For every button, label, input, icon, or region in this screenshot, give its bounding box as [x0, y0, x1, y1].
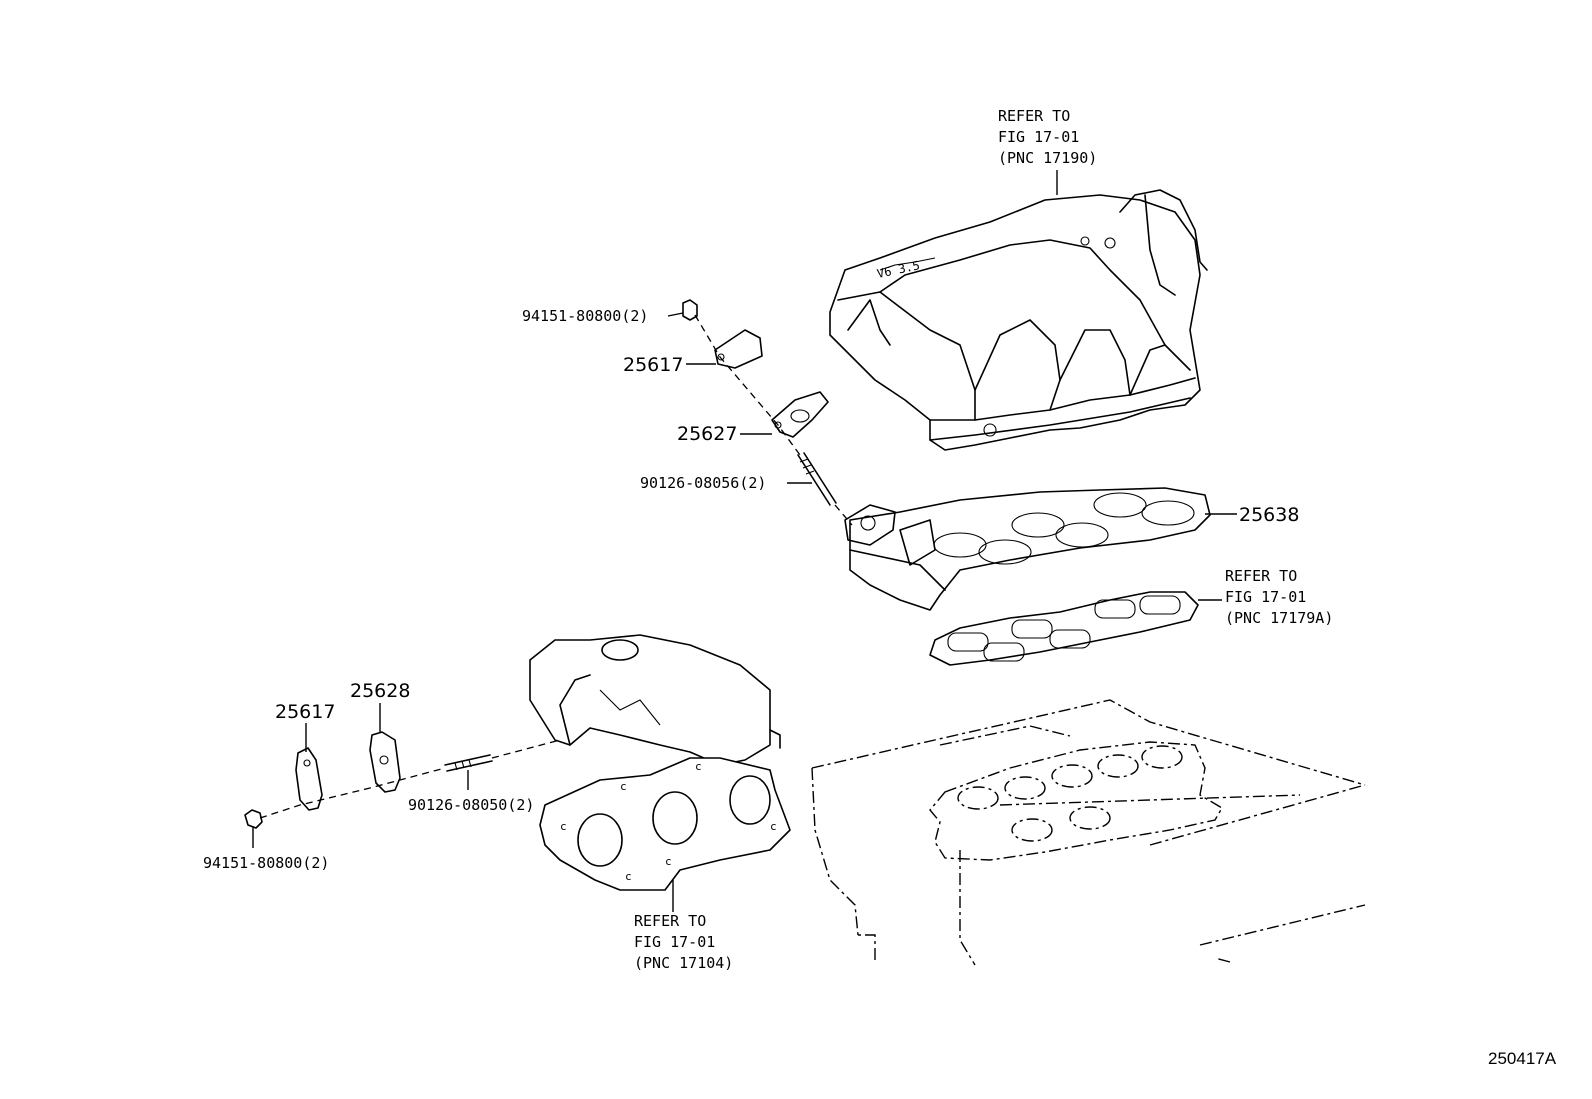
callout-intake-ref: REFER TO FIG 17-01 (PNC 17190)	[998, 107, 1097, 167]
svg-text:c: c	[770, 820, 777, 833]
svg-text:c: c	[695, 760, 702, 773]
part-label-plate-lower[interactable]: 25617	[275, 701, 335, 723]
gasket-ref-line2: FIG 17-01	[1225, 588, 1306, 606]
upper-fasteners	[682, 299, 853, 526]
figure-code: 250417A	[1488, 1049, 1557, 1068]
exhaust-ref-line3: (PNC 17104)	[634, 954, 733, 972]
exhaust-manifold: c c c c c c	[529, 634, 791, 891]
svg-text:c: c	[620, 780, 627, 793]
manifold-gasket	[929, 591, 1199, 666]
part-label-nut-upper[interactable]: 94151-80800(2)	[522, 307, 648, 325]
intake-ref-line3: (PNC 17190)	[998, 149, 1097, 167]
gasket-ref-line3: (PNC 17179A)	[1225, 609, 1333, 627]
engine-block-outline	[811, 699, 1366, 966]
part-label-gasket-lower[interactable]: 25628	[350, 680, 410, 702]
part-label-pipe-right[interactable]: 25638	[1239, 504, 1299, 526]
callout-exhaust-ref: REFER TO FIG 17-01 (PNC 17104)	[634, 912, 733, 972]
intake-gasket-plate	[844, 487, 1211, 611]
part-label-stud-upper[interactable]: 90126-08056(2)	[640, 474, 766, 492]
exhaust-ref-line2: FIG 17-01	[634, 933, 715, 951]
exhaust-ref-line1: REFER TO	[634, 912, 706, 930]
intake-manifold: V6 3.5	[829, 189, 1208, 451]
intake-ref-line1: REFER TO	[998, 107, 1070, 125]
part-label-plate-upper[interactable]: 25617	[623, 354, 683, 376]
lower-fasteners	[244, 731, 561, 829]
part-label-gasket-upper[interactable]: 25627	[677, 423, 737, 445]
svg-text:c: c	[625, 870, 632, 883]
leader-lines	[252, 170, 1237, 912]
svg-text:c: c	[665, 855, 672, 868]
intake-ref-line2: FIG 17-01	[998, 128, 1079, 146]
svg-text:c: c	[560, 820, 567, 833]
part-label-nut-lower[interactable]: 94151-80800(2)	[203, 854, 329, 872]
part-label-stud-lower[interactable]: 90126-08050(2)	[408, 796, 534, 814]
gasket-ref-line1: REFER TO	[1225, 567, 1297, 585]
callout-gasket-ref: REFER TO FIG 17-01 (PNC 17179A)	[1225, 567, 1333, 627]
